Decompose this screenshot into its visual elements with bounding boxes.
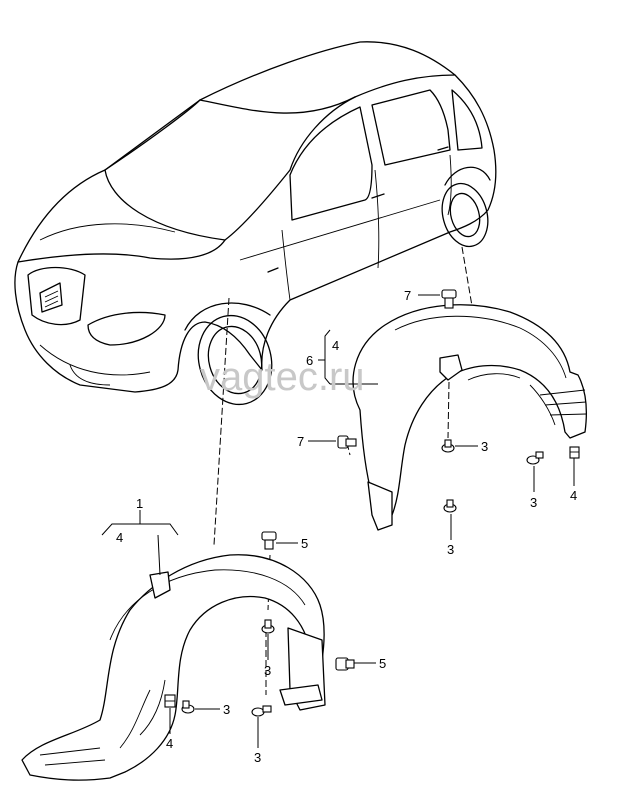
callout-3-front-mid: 3 — [264, 663, 271, 678]
callout-7-rear-top: 7 — [404, 288, 411, 303]
callout-7-rear-mid: 7 — [297, 434, 304, 449]
front-clip-5-top-icon — [261, 531, 277, 550]
front-screw-bottom-icon — [251, 705, 272, 717]
rear-screw-bottom-icon — [443, 499, 457, 513]
front-screw-mid-icon — [261, 619, 275, 634]
front-leader-dashed — [213, 297, 230, 546]
callout-4-rear-group: 4 — [332, 338, 339, 353]
callout-6: 6 — [306, 353, 313, 368]
front-clip-5-lower-icon — [335, 657, 355, 671]
callout-1: 1 — [136, 496, 143, 511]
rear-leader-dashed — [461, 246, 473, 307]
callout-4-front-group: 4 — [116, 530, 123, 545]
callout-4-rear-right: 4 — [570, 488, 577, 503]
callout-leaders — [101, 294, 575, 748]
callout-3-front-left: 3 — [223, 702, 230, 717]
front-clip-dashed — [267, 554, 271, 611]
front-screw-left-icon — [181, 700, 195, 714]
rear-clip-7-top-icon — [441, 289, 457, 309]
callout-3-rear-bottom: 3 — [447, 542, 454, 557]
rear-wheel-housing-liner — [352, 304, 587, 531]
rear-nut-right-icon — [569, 446, 580, 459]
callout-5-front-top: 5 — [301, 536, 308, 551]
rear-clip-7-side-icon — [337, 435, 357, 449]
callout-3-rear-right: 3 — [530, 495, 537, 510]
rear-screw-right-icon — [526, 451, 544, 465]
callout-4-front-nut: 4 — [166, 736, 173, 751]
watermark: vagtec.ru — [200, 355, 365, 399]
callout-3-rear-upper: 3 — [481, 439, 488, 454]
rear-screw-upper-icon — [441, 439, 455, 453]
rear-screw-dashed — [447, 381, 450, 439]
front-wheel-housing-liner — [21, 554, 326, 781]
callout-3-front-bottom: 3 — [254, 750, 261, 765]
car-illustration — [14, 41, 497, 406]
callout-5-front-lower: 5 — [379, 656, 386, 671]
front-nut-icon — [164, 694, 176, 708]
